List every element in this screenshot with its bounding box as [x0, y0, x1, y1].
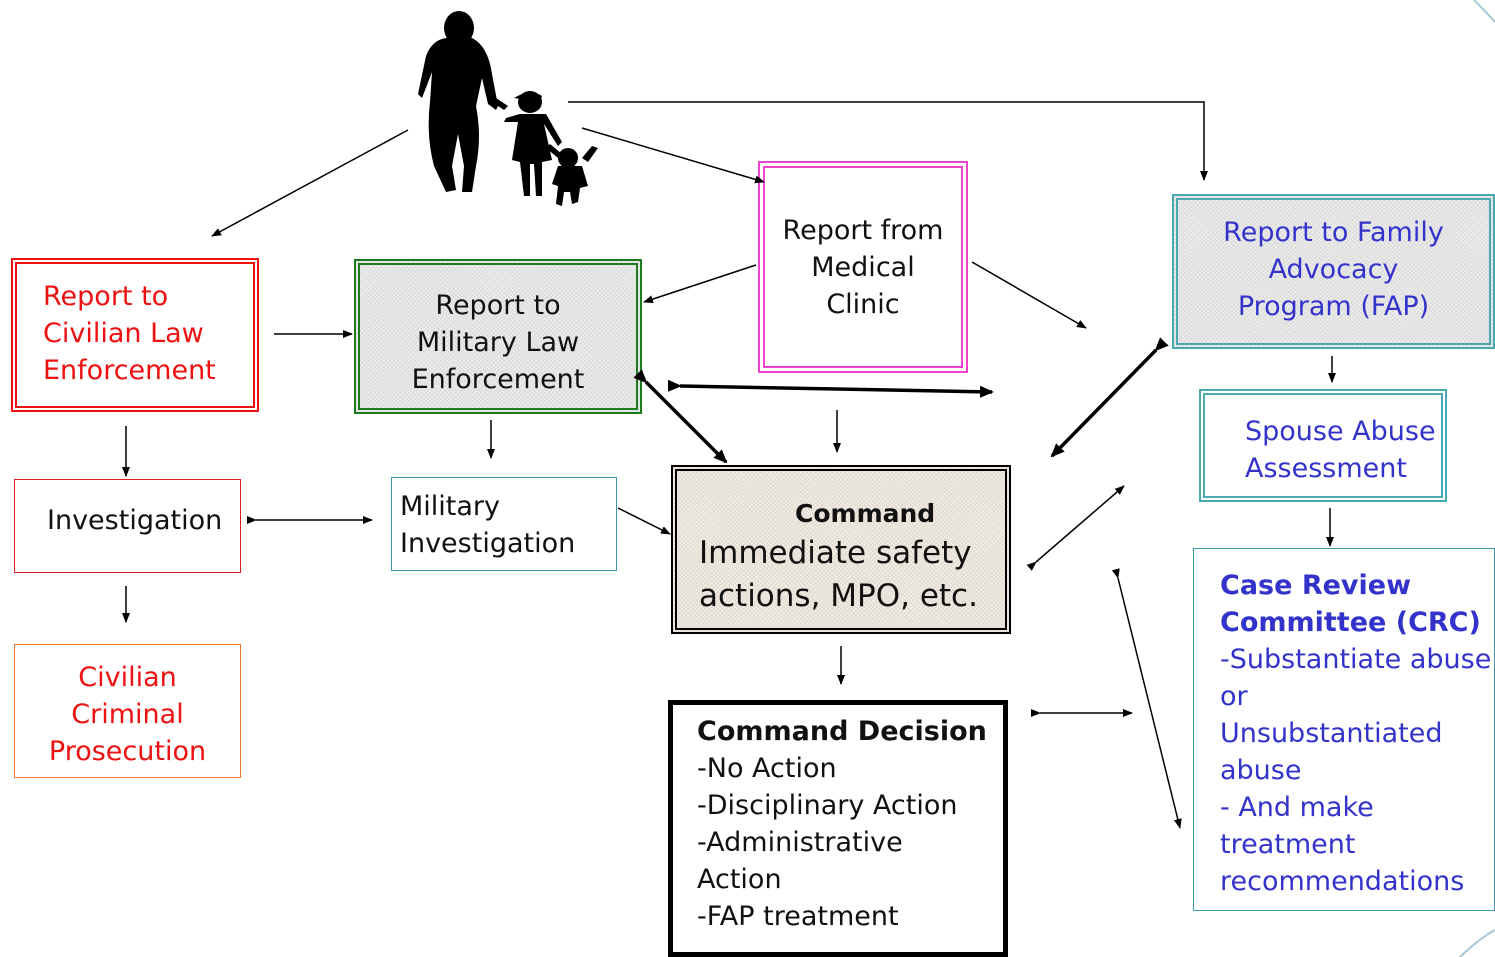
military-law-line-3: Enforcement	[411, 364, 585, 395]
crc-title-line-2: Committee (CRC)	[1220, 607, 1481, 638]
command-decision-box: Command Decision -No Action -Disciplinar…	[668, 700, 1008, 957]
family-silhouette-icon	[418, 11, 598, 206]
military-law-line-1: Report to	[435, 290, 561, 321]
slide-corner-decoration-bottom	[1459, 929, 1495, 957]
fap-line-1: Report to Family	[1223, 217, 1444, 248]
command-decision-line-3: -Administrative	[697, 827, 903, 858]
arrow-military-to-command	[633, 369, 728, 464]
spouse-assessment-line-1: Spouse Abuse	[1245, 416, 1436, 447]
fap-line-2: Advocacy	[1268, 254, 1399, 285]
arrow-fap-to-command	[1050, 337, 1169, 458]
arrow-military-investigation-to-command	[617, 507, 671, 535]
civilian-law-line-3: Enforcement	[43, 355, 216, 386]
prosecution-line-1: Civilian	[78, 662, 177, 693]
crc-title-line-1: Case Review	[1220, 570, 1412, 601]
prosecution-line-3: Prosecution	[48, 736, 207, 767]
crc-line-2: or	[1220, 681, 1248, 712]
investigation-box: Investigation	[14, 479, 241, 573]
slide-corner-decoration	[1473, 0, 1495, 23]
arrow-command-to-crc-vertical	[1111, 568, 1182, 829]
civilian-law-report-box: Report to Civilian Law Enforcement	[11, 258, 259, 412]
crc-line-1: -Substantiate abuse	[1220, 644, 1492, 675]
medical-clinic-report-box: Report from Medical Clinic	[758, 161, 968, 373]
command-decision-title: Command Decision	[697, 716, 987, 747]
investigation-label: Investigation	[47, 505, 223, 536]
medical-clinic-line-2: Medical	[811, 252, 915, 283]
command-decision-line-5: -FAP treatment	[697, 901, 899, 932]
arrow-family-to-medical	[581, 127, 765, 184]
military-law-line-2: Military Law	[416, 327, 580, 358]
civilian-law-line-1: Report to	[43, 281, 169, 312]
arrow-military-to-medical-area	[667, 379, 994, 398]
military-investigation-line-1: Military	[400, 491, 501, 522]
fap-report-box: Report to Family Advocacy Program (FAP)	[1172, 194, 1495, 349]
civilian-law-line-2: Civilian Law	[43, 318, 204, 349]
arrow-family-to-fap	[568, 101, 1208, 181]
command-line-2: actions, MPO, etc.	[699, 578, 978, 614]
crc-line-3: Unsubstantiated	[1220, 718, 1443, 749]
command-decision-line-4: Action	[697, 864, 782, 895]
command-title: Command	[795, 499, 936, 528]
medical-clinic-line-3: Clinic	[826, 289, 900, 320]
crc-line-6: treatment	[1220, 829, 1356, 860]
command-box: Command Immediate safety actions, MPO, e…	[671, 465, 1011, 634]
military-investigation-line-2: Investigation	[400, 528, 576, 559]
civilian-prosecution-box: Civilian Criminal Prosecution	[14, 644, 241, 778]
fap-line-3: Program (FAP)	[1237, 291, 1430, 322]
command-decision-line-2: -Disciplinary Action	[697, 790, 958, 821]
command-decision-line-1: -No Action	[697, 753, 837, 784]
military-law-report-box: Report to Military Law Enforcement	[354, 259, 642, 414]
medical-clinic-line-1: Report from	[782, 215, 944, 246]
crc-line-5: - And make	[1220, 792, 1374, 823]
crc-line-7: recommendations	[1220, 866, 1465, 897]
arrow-medical-to-fap	[971, 261, 1087, 329]
military-investigation-box: Military Investigation	[391, 477, 617, 571]
crc-line-4: abuse	[1220, 755, 1302, 786]
arrow-command-to-spouse	[1026, 485, 1125, 571]
arrow-family-to-civilian	[211, 129, 409, 237]
prosecution-line-2: Criminal	[71, 699, 184, 730]
command-line-1: Immediate safety	[699, 535, 972, 571]
spouse-abuse-assessment-box: Spouse Abuse Assessment	[1199, 389, 1447, 502]
arrow-medical-to-military	[643, 264, 757, 303]
spouse-assessment-line-2: Assessment	[1245, 453, 1407, 484]
